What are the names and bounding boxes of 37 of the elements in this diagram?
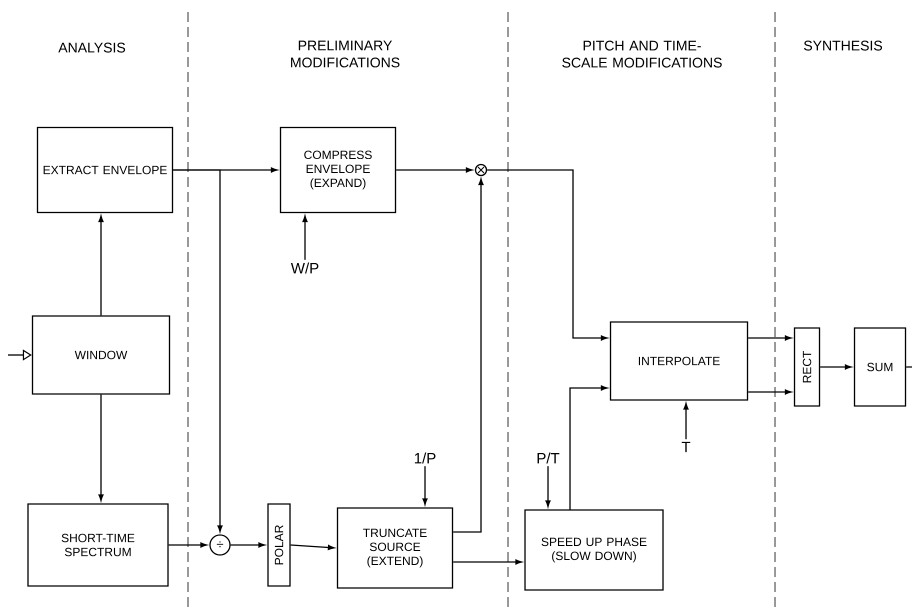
process-box: SPEED UP PHASE (SLOW DOWN) bbox=[524, 509, 664, 591]
process-box: WINDOW bbox=[32, 315, 170, 395]
arrow bbox=[168, 542, 208, 548]
process-box: COMPRESS ENVELOPE (EXPAND) bbox=[280, 126, 396, 214]
arrow bbox=[748, 335, 792, 341]
section-heading: SYNTHESIS bbox=[804, 40, 882, 51]
multiplier-circle bbox=[474, 164, 488, 176]
process-box: EXTRACT ENVELOPE bbox=[36, 126, 174, 214]
arrow bbox=[98, 216, 104, 316]
section-heading: ANALYSIS bbox=[58, 42, 126, 53]
arrow bbox=[230, 542, 265, 548]
process-box: TRUNCATE SOURCE (EXTEND) bbox=[336, 507, 454, 589]
parameter-label: P/T bbox=[538, 452, 560, 464]
arrow bbox=[820, 364, 852, 370]
arrow bbox=[422, 466, 428, 505]
process-box: SUM bbox=[854, 327, 906, 407]
section-heading: PRELIMINARY MODIFICATIONS bbox=[291, 40, 400, 68]
arrow bbox=[453, 178, 484, 533]
arrow bbox=[487, 169, 608, 341]
arrow bbox=[302, 216, 308, 260]
arrow bbox=[396, 167, 472, 173]
process-box: INTERPOLATE bbox=[610, 321, 748, 401]
arrow bbox=[683, 403, 689, 440]
parameter-label: 1/P bbox=[414, 452, 436, 464]
parameter-label: W/P bbox=[290, 262, 318, 274]
arrow bbox=[98, 394, 104, 501]
arrow bbox=[290, 544, 335, 550]
arrow bbox=[453, 559, 522, 565]
arrow bbox=[173, 169, 223, 532]
arrow bbox=[545, 466, 551, 507]
process-box: RECT bbox=[794, 327, 820, 407]
process-box: POLAR bbox=[267, 503, 291, 587]
arrow bbox=[569, 385, 608, 510]
section-heading: PITCH AND TIME-SCALE MODIFICATIONS bbox=[562, 40, 722, 68]
arrow bbox=[748, 389, 792, 395]
process-box: SHORT-TIME SPECTRUM bbox=[27, 503, 169, 587]
parameter-label: T bbox=[682, 442, 690, 452]
